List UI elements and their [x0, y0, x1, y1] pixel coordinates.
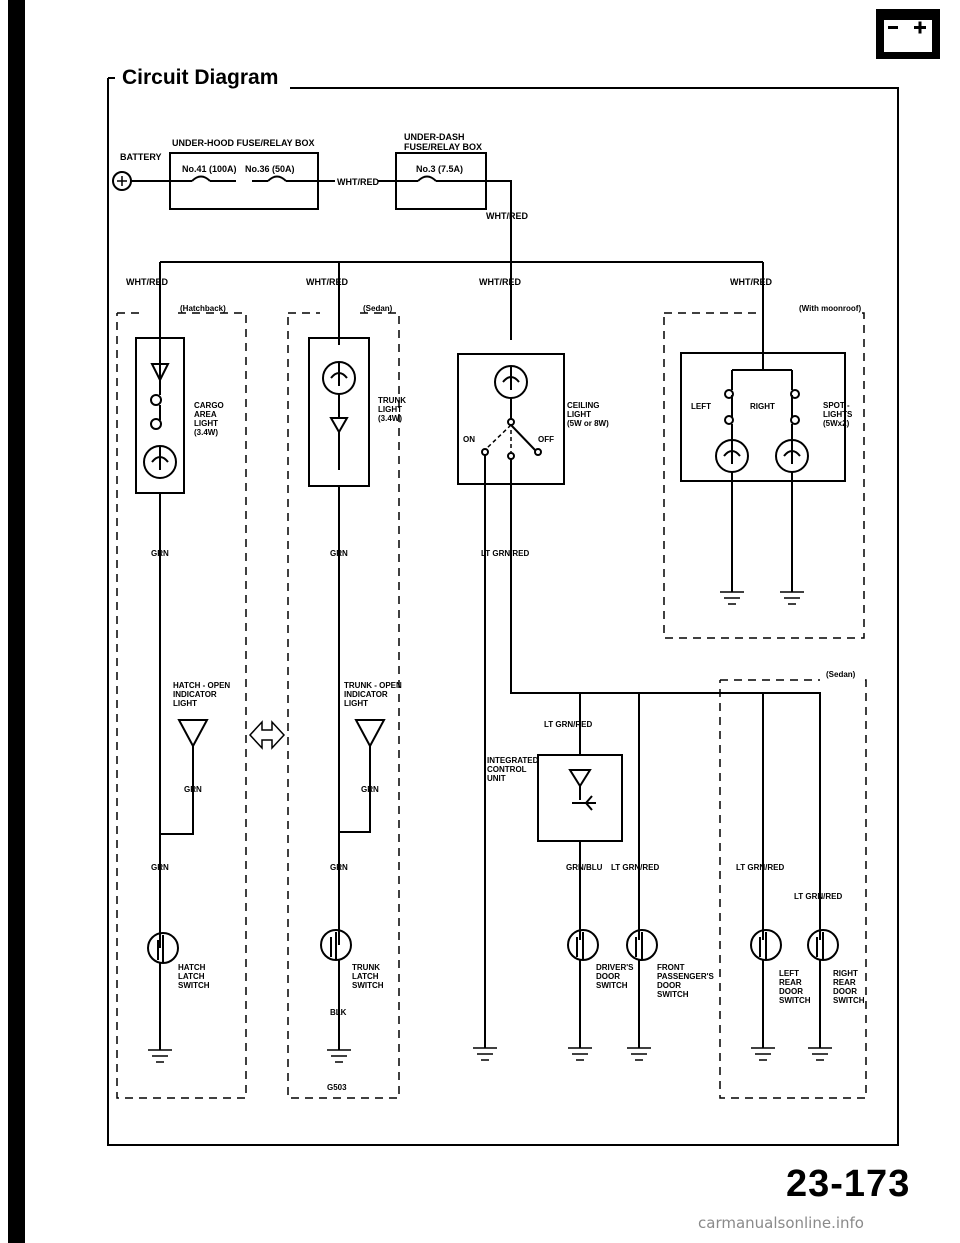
ceiling-off-label: OFF — [538, 435, 554, 444]
wire-grn-c: GRN — [184, 785, 202, 794]
cargo-label-4: (3.4W) — [194, 428, 218, 437]
hatch-switch-label-2: LATCH — [178, 972, 205, 981]
cargo-label-2: AREA — [194, 410, 217, 419]
icu-label-1: INTEGRATED — [487, 756, 539, 765]
battery-label: BATTERY — [120, 152, 162, 162]
ceiling-label-1: CEILING — [567, 401, 599, 410]
spot-right-label: RIGHT — [750, 402, 775, 411]
driver-switch-label-2: DOOR — [596, 972, 620, 981]
wire-grn-e: GRN — [151, 863, 169, 872]
lr-switch-label-4: SWITCH — [779, 996, 811, 1005]
branch-4-wire: WHT/RED — [730, 277, 772, 287]
hatch-indicator-label-3: LIGHT — [173, 699, 197, 708]
cargo-label-3: LIGHT — [194, 419, 218, 428]
fuse-3-label: No.3 (7.5A) — [416, 164, 463, 174]
underdash-box-label-1: UNDER-DASH — [404, 132, 465, 142]
spot-label-2: LIGHTS — [823, 410, 853, 419]
icu-label-3: UNIT — [487, 774, 506, 783]
rr-switch-label-3: DOOR — [833, 987, 857, 996]
trunk-switch-label-1: TRUNK — [352, 963, 380, 972]
variant-moonroof: (With moonroof) — [799, 304, 861, 313]
wire-ltgrnred-c: LT GRN/RED — [611, 863, 660, 872]
variant-arrow-icon — [248, 720, 286, 750]
variant-hatchback: (Hatchback) — [180, 304, 226, 313]
wire-whtred-a: WHT/RED — [337, 177, 379, 187]
rr-switch-label-2: REAR — [833, 978, 856, 987]
lr-switch-label-2: REAR — [779, 978, 802, 987]
wire-grn-b: GRN — [330, 549, 348, 558]
hatch-switch-label-3: SWITCH — [178, 981, 210, 990]
trunk-label-3: (3.4W) — [378, 414, 402, 423]
sedan-rear-door-group — [719, 679, 867, 1099]
trunk-switch-label-2: LATCH — [352, 972, 379, 981]
wire-ltgrnred-e: LT GRN/RED — [794, 892, 843, 901]
trunk-label-2: LIGHT — [378, 405, 402, 414]
ceiling-label-2: LIGHT — [567, 410, 591, 419]
trunk-indicator-icon — [354, 719, 386, 749]
wire-grn-d: GRN — [361, 785, 379, 794]
spotlight-box — [680, 352, 846, 482]
fp-switch-label-4: SWITCH — [657, 990, 689, 999]
page-number: 23-173 — [786, 1163, 911, 1205]
branch-1-wire: WHT/RED — [126, 277, 168, 287]
wire-grn-a: GRN — [151, 549, 169, 558]
watermark: carmanualsonline.info — [698, 1214, 864, 1232]
battery-symbol-icon — [876, 9, 940, 59]
page-title: Circuit Diagram — [116, 66, 285, 90]
branch-3-wire: WHT/RED — [479, 277, 521, 287]
fp-switch-label-1: FRONT — [657, 963, 685, 972]
fuse-41-label: No.41 (100A) — [182, 164, 237, 174]
wire-ltgrnred-a: LT GRN/RED — [481, 549, 530, 558]
trunk-indicator-label-2: INDICATOR — [344, 690, 388, 699]
lr-switch-label-3: DOOR — [779, 987, 803, 996]
branch-2-wire: WHT/RED — [306, 277, 348, 287]
fp-switch-label-2: PASSENGER'S — [657, 972, 715, 981]
ground-g503: G503 — [327, 1083, 347, 1092]
sedan-trunk-group — [287, 312, 400, 1099]
underdash-box-label-2: FUSE/RELAY BOX — [404, 142, 482, 152]
wire-grnblu: GRN/BLU — [566, 863, 603, 872]
rr-switch-label-1: RIGHT — [833, 969, 858, 978]
wire-ltgrnred-d: LT GRN/RED — [736, 863, 785, 872]
lr-switch-label-1: LEFT — [779, 969, 799, 978]
driver-switch-label-3: SWITCH — [596, 981, 628, 990]
trunk-label-1: TRUNK — [378, 396, 406, 405]
spot-left-label: LEFT — [691, 402, 711, 411]
hatch-indicator-label-1: HATCH - OPEN — [173, 681, 230, 690]
underhood-box-label: UNDER-HOOD FUSE/RELAY BOX — [172, 138, 315, 148]
hatch-indicator-label-2: INDICATOR — [173, 690, 217, 699]
cargo-label-1: CARGO — [194, 401, 224, 410]
trunk-indicator-label-3: LIGHT — [344, 699, 368, 708]
spot-label-1: SPOT - — [823, 401, 850, 410]
fuse-3-icon — [417, 175, 437, 182]
hatch-indicator-icon — [177, 719, 209, 749]
variant-sedan-2: (Sedan) — [826, 670, 856, 679]
diagram-frame — [107, 78, 899, 1146]
fuse-36-icon — [267, 175, 287, 182]
fuse-41-icon — [191, 175, 211, 182]
fuse-36-label: No.36 (50A) — [245, 164, 295, 174]
rr-switch-label-4: SWITCH — [833, 996, 865, 1005]
wire-ltgrnred-b: LT GRN/RED — [544, 720, 593, 729]
icu-label-2: CONTROL — [487, 765, 527, 774]
hatch-latch-switch-icon — [147, 932, 179, 964]
variant-sedan: (Sedan) — [363, 304, 393, 313]
hatch-switch-label-1: HATCH — [178, 963, 206, 972]
wire-whtred-b: WHT/RED — [486, 211, 528, 221]
ceiling-label-3: (5W or 8W) — [567, 419, 609, 428]
wire-blk: BLK — [330, 1008, 347, 1017]
driver-switch-label-1: DRIVER'S — [596, 963, 634, 972]
fp-switch-label-3: DOOR — [657, 981, 681, 990]
spot-label-3: (5Wx2) — [823, 419, 850, 428]
trunk-indicator-label-1: TRUNK - OPEN — [344, 681, 402, 690]
page-edge-bar — [8, 0, 25, 1243]
wire-grn-f: GRN — [330, 863, 348, 872]
hatchback-group — [116, 312, 247, 1099]
trunk-switch-label-3: SWITCH — [352, 981, 384, 990]
moonroof-group — [663, 312, 865, 639]
ceiling-on-label: ON — [463, 435, 475, 444]
